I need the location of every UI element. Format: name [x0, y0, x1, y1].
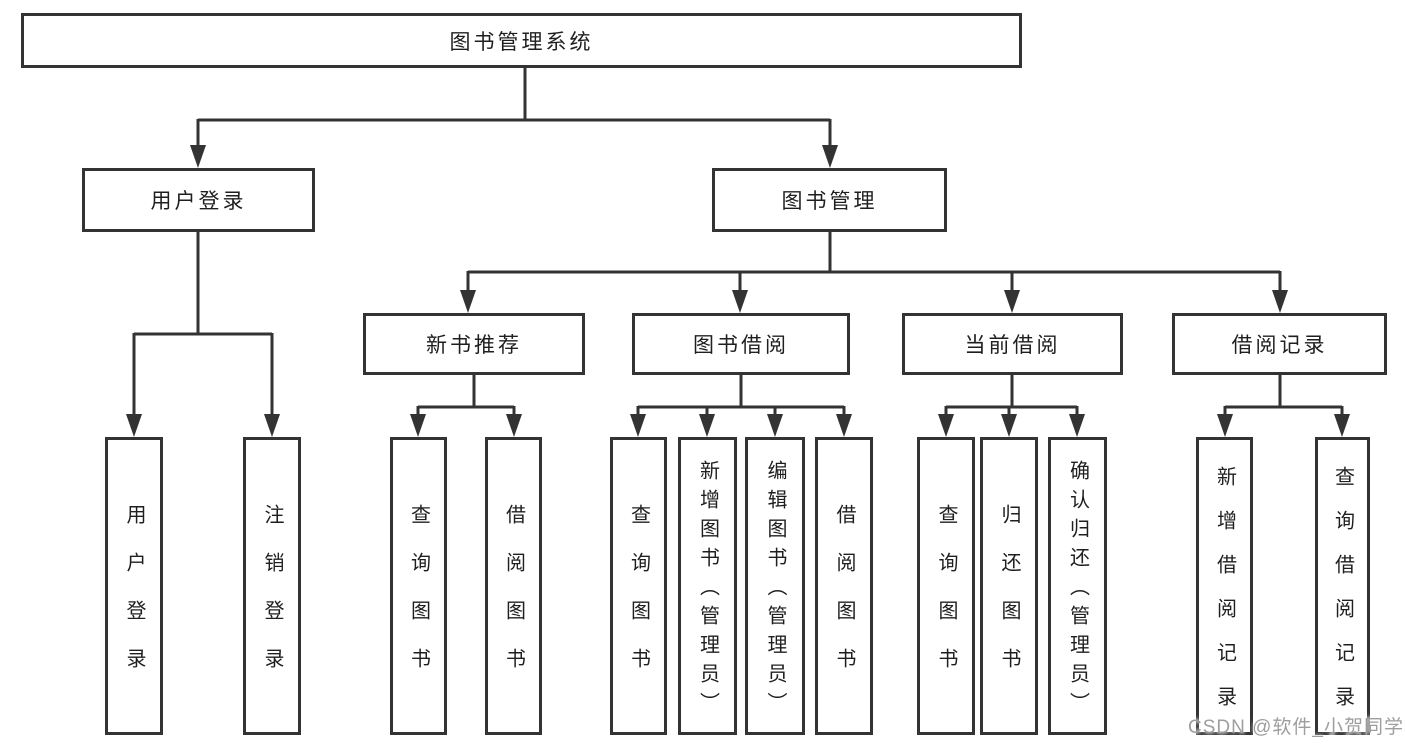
- leaf-query-books-3: 查询图书: [917, 437, 975, 735]
- leaf-query-books-2: 查询图书: [610, 437, 667, 735]
- node-label: 当前借阅: [964, 334, 1061, 357]
- node-label: 用户登录: [150, 190, 247, 213]
- node-library-management-system: 图书管理系统: [21, 13, 1022, 68]
- leaf-confirm-return-admin: 确认归还（管理员）: [1048, 437, 1107, 735]
- leaf-borrow-books-1: 借阅图书: [485, 437, 542, 735]
- node-new-book-recommendation: 新书推荐: [363, 313, 585, 375]
- node-label: 借阅图书: [502, 504, 525, 696]
- node-label: 图书管理系统: [449, 30, 594, 54]
- node-label: 新增借阅记录: [1213, 466, 1236, 730]
- node-label: 归还图书: [998, 504, 1020, 696]
- node-label: 查询图书: [935, 504, 957, 696]
- node-borrowing-records: 借阅记录: [1172, 313, 1387, 375]
- node-label: 用户登录: [123, 504, 145, 696]
- node-book-borrowing: 图书借阅: [632, 313, 850, 375]
- leaf-add-borrow-record: 新增借阅记录: [1196, 437, 1253, 735]
- node-label: 确认归还（管理员）: [1066, 460, 1089, 721]
- node-user-login-branch: 用户登录: [82, 168, 315, 232]
- csdn-watermark: CSDN @软件_小贺同学: [1188, 717, 1404, 738]
- leaf-query-books-1: 查询图书: [390, 437, 447, 735]
- leaf-edit-book-admin: 编辑图书（管理员）: [745, 437, 805, 735]
- node-label: 查询图书: [627, 504, 650, 696]
- node-label: 查询借阅记录: [1331, 466, 1354, 730]
- arrowheads: [126, 145, 1350, 437]
- node-label: 借阅记录: [1231, 334, 1328, 357]
- node-current-borrowing: 当前借阅: [902, 313, 1123, 375]
- node-label: 借阅图书: [833, 504, 855, 696]
- node-label: 新增图书（管理员）: [696, 460, 719, 721]
- leaf-add-book-admin: 新增图书（管理员）: [678, 437, 737, 735]
- node-label: 图书借阅: [693, 334, 789, 357]
- node-book-management-branch: 图书管理: [712, 168, 947, 232]
- leaf-query-borrow-record: 查询借阅记录: [1315, 437, 1370, 735]
- node-label: 新书推荐: [426, 334, 522, 357]
- leaf-logout: 注销登录: [243, 437, 301, 735]
- node-label: 编辑图书（管理员）: [764, 460, 786, 721]
- leaf-return-books: 归还图书: [980, 437, 1038, 735]
- node-label: 查询图书: [407, 504, 430, 696]
- leaf-user-login: 用户登录: [105, 437, 163, 735]
- node-label: 注销登录: [261, 504, 283, 696]
- node-label: 图书管理: [781, 190, 878, 213]
- leaf-borrow-books-2: 借阅图书: [815, 437, 873, 735]
